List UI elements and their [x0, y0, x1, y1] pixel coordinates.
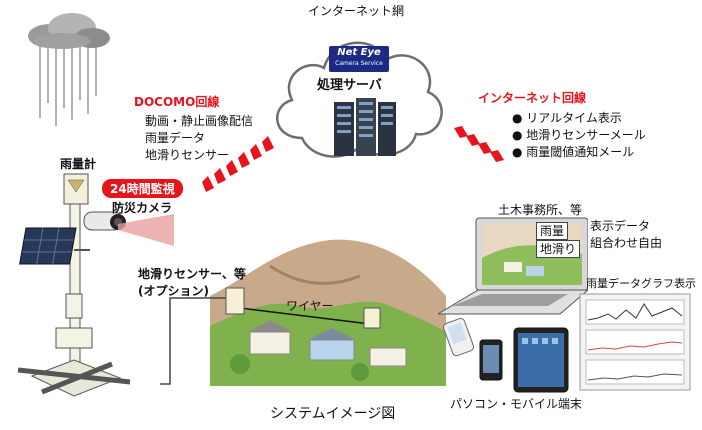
pc-mobile-label: パソコン・モバイル端末: [450, 397, 583, 411]
rain-graph-panel: [579, 293, 691, 391]
display-label-line2: 組合わせ自由: [590, 236, 663, 250]
docomo-line-title: DOCOMO回線: [134, 95, 220, 109]
processing-server-label: 処理サーバ: [317, 78, 382, 93]
monitoring-pole-illustration: [17, 173, 131, 397]
landslide-hill-illustration: [210, 239, 446, 386]
internet-network-title: インターネット網: [308, 4, 405, 18]
docomo-item: 雨量データ: [145, 131, 206, 145]
rain-cloud-illustration: [28, 13, 110, 126]
docomo-item: 地滑りセンサー: [145, 148, 230, 162]
camera-view-beam: [118, 214, 174, 246]
server-rack-icon: [334, 98, 396, 156]
display-data-label: 表示データ 組合わせ自由: [590, 218, 662, 252]
landslide-sensor-label: 地滑りセンサー、等 (オプション): [138, 266, 246, 300]
internet-line-item: ● 地滑りセンサーメール: [512, 128, 646, 142]
internet-line-item: ● リアルタイム表示: [512, 111, 622, 125]
office-label: 土木事務所、等: [498, 203, 583, 217]
logo-brand: Net Eye: [337, 47, 381, 58]
logo-subtitle: Camera Service: [335, 60, 383, 67]
screen-tag-rain: 雨量: [536, 222, 569, 240]
sensor-label-line: 地滑りセンサー、等: [138, 267, 246, 281]
wire-label: ワイヤー: [286, 299, 334, 313]
internet-line-item: ● 雨量閾値通知メール: [512, 145, 635, 159]
rain-gauge-label: 雨量計: [60, 157, 97, 171]
docomo-line-items: 動画・静止画像配信 雨量データ 地滑りセンサー: [145, 113, 253, 164]
display-label-line1: 表示データ: [590, 219, 651, 233]
docomo-item: 動画・静止画像配信: [145, 114, 254, 128]
monitoring-24h-badge: 24時間監視: [102, 179, 183, 198]
sensor-wire-diagram: [160, 287, 381, 385]
internet-line-title: インターネット回線: [478, 91, 587, 105]
internet-line-items: ● リアルタイム表示 ● 地滑りセンサーメール ● 雨量閾値通知メール: [512, 110, 646, 161]
docomo-arrow-chevrons: [202, 136, 274, 192]
screen-tag-landslide: 地滑り: [536, 240, 581, 258]
rain-graph-label: 雨量データグラフ表示: [586, 277, 696, 290]
mobile-devices-illustration: [443, 317, 569, 393]
internet-arrow-chevrons: [454, 126, 504, 162]
sensor-label-option: (オプション): [138, 284, 209, 298]
net-eye-logo: Net Eye Camera Service: [329, 46, 389, 72]
system-image-caption: システムイメージ図: [270, 406, 396, 422]
disaster-camera-label: 防災カメラ: [112, 201, 173, 215]
